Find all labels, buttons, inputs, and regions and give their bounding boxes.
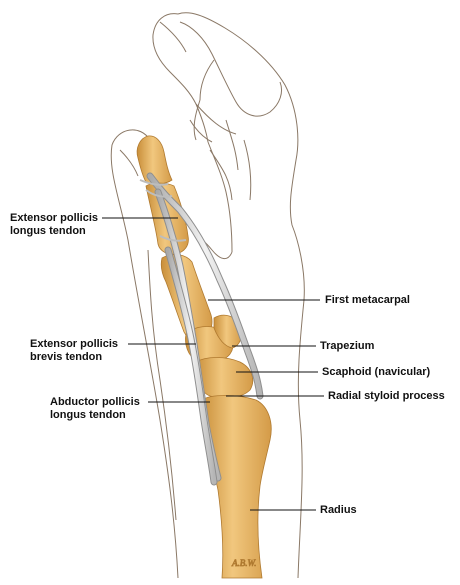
label-apl-line1: Abductor pollicis (50, 396, 140, 408)
artist-signature: A.B.W. (231, 558, 256, 568)
label-trapezium: Trapezium (320, 340, 375, 352)
label-radius: Radius (320, 504, 357, 516)
label-epb-line1: Extensor pollicis (30, 338, 119, 350)
distal-phalanx (136, 135, 173, 185)
radius-bone (200, 395, 272, 579)
label-radial-styloid: Radial styloid process (328, 390, 445, 402)
label-epb-line2: brevis tendon (30, 351, 103, 363)
leader-lines (102, 217, 324, 511)
skin-outline (110, 12, 305, 579)
label-apl-line2: longus tendon (50, 409, 126, 421)
label-epb: Extensor pollicis brevis tendon (30, 338, 118, 364)
label-scaphoid: Scaphoid (navicular) (322, 366, 431, 378)
label-first-metacarpal: First metacarpal (325, 294, 410, 306)
label-epl: Extensor pollicis longus tendon (10, 212, 98, 238)
label-epl-line1: Extensor pollicis (10, 212, 99, 224)
label-apl: Abductor pollicis longus tendon (50, 396, 140, 422)
label-epl-line2: longus tendon (10, 225, 86, 237)
